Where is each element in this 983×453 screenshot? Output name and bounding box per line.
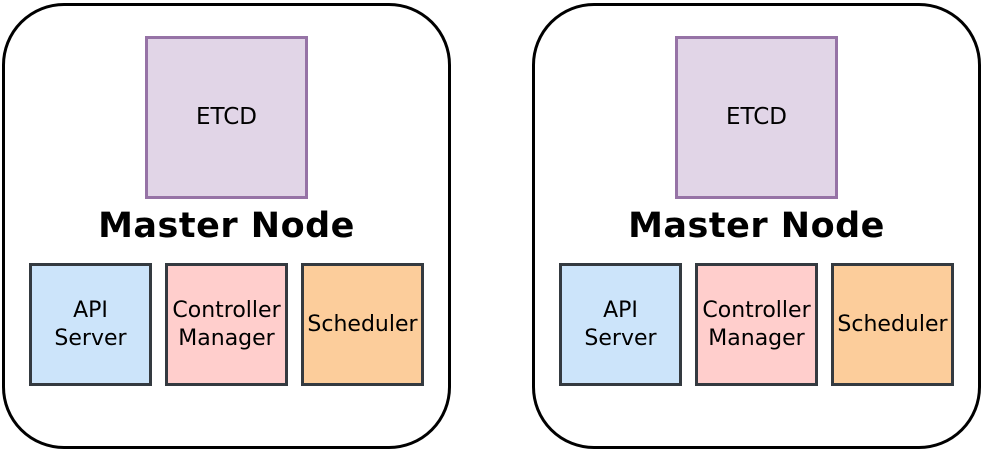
master-node-panel-right: ETCD Master Node API Server Controller M… [532,3,981,449]
api-server-box: API Server [29,263,152,386]
controller-manager-box: Controller Manager [165,263,288,386]
etcd-label: ETCD [195,103,257,130]
master-node-title: Master Node [628,206,885,246]
components-row: API Server Controller Manager Scheduler [5,263,448,386]
controller-manager-label: Controller Manager [702,298,811,351]
master-node-panel-left: ETCD Master Node API Server Controller M… [2,3,451,449]
controller-manager-label: Controller Manager [172,298,281,351]
etcd-box: ETCD [675,36,838,199]
etcd-box: ETCD [145,36,308,199]
scheduler-label: Scheduler [837,311,948,337]
scheduler-box: Scheduler [831,263,954,386]
etcd-label: ETCD [725,103,787,130]
scheduler-box: Scheduler [301,263,424,386]
api-server-label: API Server [584,298,657,351]
api-server-label: API Server [54,298,127,351]
controller-manager-box: Controller Manager [695,263,818,386]
master-node-title: Master Node [98,206,355,246]
scheduler-label: Scheduler [307,311,418,337]
api-server-box: API Server [559,263,682,386]
master-node-panels: ETCD Master Node API Server Controller M… [2,3,981,449]
components-row: API Server Controller Manager Scheduler [535,263,978,386]
